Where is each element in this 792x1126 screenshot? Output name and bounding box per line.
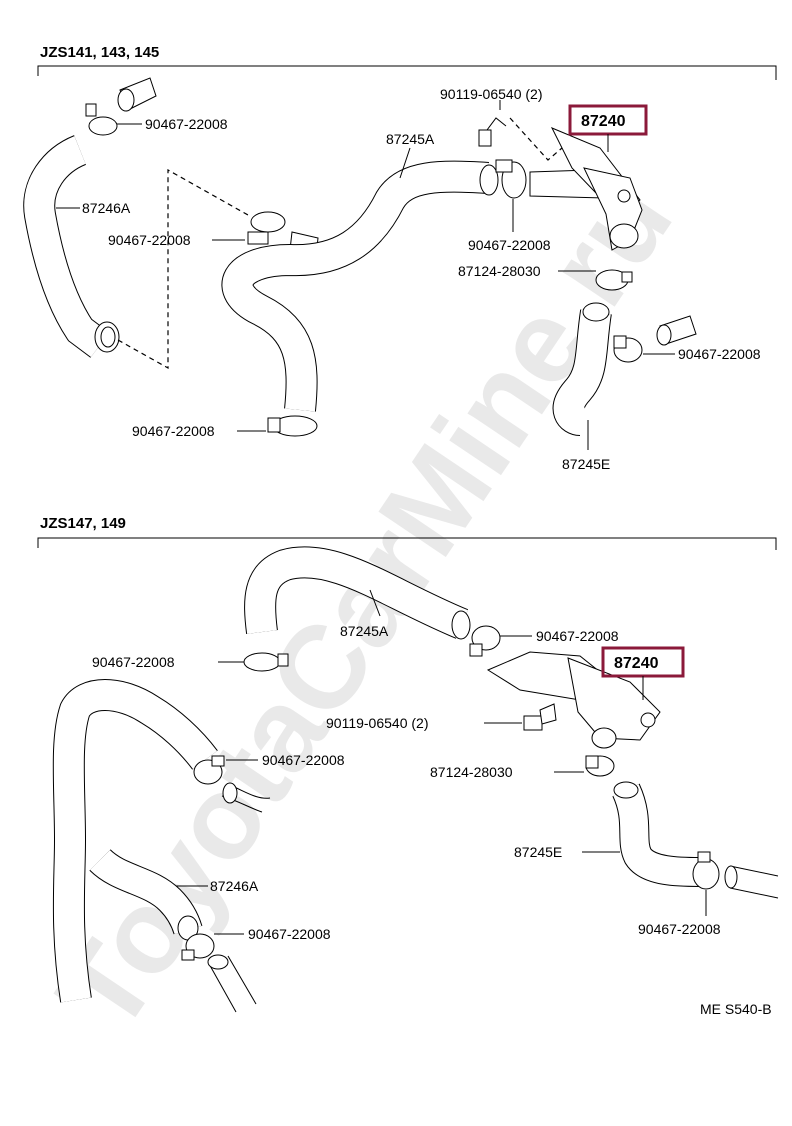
- label-clamp-right: 90467-22008: [678, 346, 761, 362]
- clamp-small-icon: [585, 755, 615, 777]
- label-valve: 87240: [581, 113, 626, 130]
- clamp-small-icon: [595, 269, 633, 291]
- section-jzs147: JZS147, 149 87245A 90467-22008 87240: [37, 515, 779, 1013]
- section-jzs141: JZS141, 143, 145 90467-22008 87246A: [23, 44, 777, 472]
- label-clamp-bottom-right: 90467-22008: [638, 921, 721, 937]
- hose-87245e: [552, 302, 612, 436]
- section-bracket: [37, 65, 777, 80]
- label-clamp-top-left: 90467-22008: [145, 116, 228, 132]
- clamp-bottom-right-icon: [692, 851, 779, 899]
- valve-87240-icon: [486, 651, 661, 749]
- clamp-bottom-icon: [267, 415, 318, 437]
- clamp-bottom-left-icon: [181, 933, 257, 1013]
- hose-87245a: [221, 160, 499, 412]
- dashed-connector: [117, 168, 249, 370]
- bolt-icon: [523, 703, 557, 731]
- label-clamp-mid: 90467-22008: [262, 752, 345, 768]
- label-hose-e: 87245E: [562, 456, 610, 472]
- label-clamp-valve: 90467-22008: [468, 237, 551, 253]
- label-hose-e: 87245E: [514, 844, 562, 860]
- section-header: JZS147, 149: [40, 515, 126, 532]
- clamp-valve-icon: [495, 159, 527, 199]
- hose-87245e: [612, 781, 701, 887]
- hose-87246a: [52, 679, 218, 1003]
- label-bolt: 90119-06540 (2): [440, 86, 542, 102]
- hose-87245a: [244, 546, 471, 640]
- label-hose-a: 87245A: [340, 623, 389, 639]
- section-header: JZS141, 143, 145: [40, 44, 159, 61]
- label-valve: 87240: [614, 655, 659, 672]
- figure-code: ME S540-B: [700, 1001, 772, 1017]
- clamp-mid-icon: [193, 755, 271, 813]
- hose-87246a: [23, 135, 120, 358]
- label-hose-a: 87245A: [386, 131, 435, 147]
- label-clamp-small: 87124-28030: [430, 764, 513, 780]
- watermark: ToyotaCarMine.ru: [32, 156, 697, 1054]
- label-clamp-bottom-left: 90467-22008: [248, 926, 331, 942]
- label-clamp-top: 90467-22008: [536, 628, 619, 644]
- clamp-right-icon: [613, 315, 697, 363]
- clamp-top-icon: [469, 625, 501, 657]
- section-bracket: [37, 537, 777, 550]
- label-clamp-small: 87124-28030: [458, 263, 541, 279]
- label-bolt: 90119-06540 (2): [326, 715, 428, 731]
- bolt-icon: [478, 117, 507, 147]
- clamp-left-icon: [243, 652, 289, 672]
- label-hose-246a: 87246A: [210, 878, 259, 894]
- clamp-top-left-icon: [85, 77, 157, 136]
- label-hose-246a: 87246A: [82, 200, 131, 216]
- label-clamp-mid-left: 90467-22008: [108, 232, 191, 248]
- label-clamp-bottom: 90467-22008: [132, 423, 215, 439]
- valve-87240-icon: [529, 127, 643, 251]
- label-clamp-left: 90467-22008: [92, 654, 175, 670]
